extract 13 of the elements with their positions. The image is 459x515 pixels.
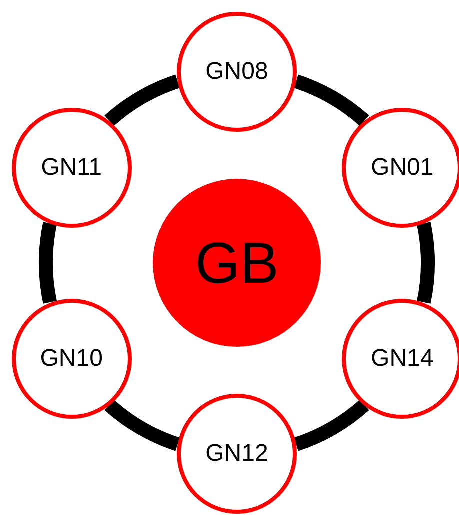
node-circle: GB xyxy=(153,179,321,347)
ring-segment xyxy=(294,74,370,126)
node-circle: GN01 xyxy=(342,108,459,228)
ring-segment xyxy=(39,222,58,304)
ring-segment xyxy=(104,74,180,126)
ring-segment xyxy=(104,400,180,452)
node-circle: GN14 xyxy=(342,298,459,418)
ring-segment xyxy=(416,222,435,304)
node-circle: GN10 xyxy=(12,298,132,418)
node-circle: GN12 xyxy=(177,394,297,514)
node-circle: GN11 xyxy=(12,108,132,228)
node-circle: GN08 xyxy=(177,12,297,132)
ring-segment xyxy=(294,400,370,452)
